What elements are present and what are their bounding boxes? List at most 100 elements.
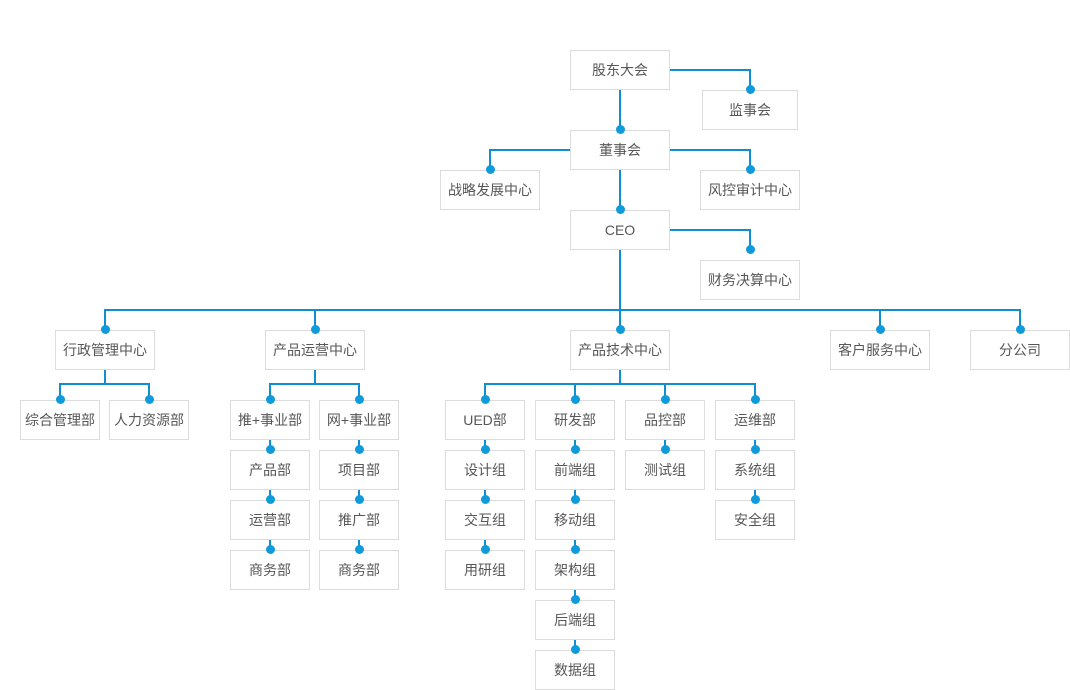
node-general-management-dept[interactable]: 综合管理部 (20, 400, 100, 440)
dot-design-group (481, 445, 490, 454)
dot-customer-service-center (876, 325, 885, 334)
dot-strategy-development-center (486, 165, 495, 174)
node-admin-management-center[interactable]: 行政管理中心 (55, 330, 155, 370)
dot-general-management-dept (56, 395, 65, 404)
connector-bus-to-customer-service-v (879, 309, 881, 330)
dot-product-technology-center (616, 325, 625, 334)
node-tui-plus-division[interactable]: 推+事业部 (230, 400, 310, 440)
dot-rd-dept (571, 395, 580, 404)
connector-admin-bar (59, 383, 150, 385)
connector-bus-to-admin-v (104, 309, 106, 330)
node-data-group[interactable]: 数据组 (535, 650, 615, 690)
connector-board-to-ceo-v (619, 170, 621, 210)
dot-user-research-group (481, 545, 490, 554)
dot-finance-settlement-center (746, 245, 755, 254)
dot-tui-plus-division (266, 395, 275, 404)
node-security-group[interactable]: 安全组 (715, 500, 795, 540)
connector-bus-to-product-technology-v (619, 309, 621, 330)
dot-operation-dept (266, 495, 275, 504)
node-project-dept[interactable]: 项目部 (319, 450, 399, 490)
dot-interaction-group (481, 495, 490, 504)
connector-ceo-to-bus-v (619, 250, 621, 310)
node-user-research-group[interactable]: 用研组 (445, 550, 525, 590)
node-rd-dept[interactable]: 研发部 (535, 400, 615, 440)
dot-admin-management-center (101, 325, 110, 334)
dot-mobile-group (571, 495, 580, 504)
dot-ceo (616, 205, 625, 214)
dot-business-dept-right (355, 545, 364, 554)
dot-architecture-group (571, 545, 580, 554)
dot-system-group (751, 445, 760, 454)
connector-ceo-to-finance-h (670, 229, 750, 231)
connector-admin-stem (104, 370, 106, 384)
node-test-group[interactable]: 测试组 (625, 450, 705, 490)
connector-pt-to-ops-v (754, 383, 756, 400)
dot-frontend-group (571, 445, 580, 454)
connector-product-operation-bar (269, 383, 360, 385)
dot-business-dept-left (266, 545, 275, 554)
node-backend-group[interactable]: 后端组 (535, 600, 615, 640)
node-mobile-group[interactable]: 移动组 (535, 500, 615, 540)
connector-board-to-strategy-v (489, 149, 491, 170)
node-human-resources-dept[interactable]: 人力资源部 (109, 400, 189, 440)
dot-wang-plus-division (355, 395, 364, 404)
dot-branch-company (1016, 325, 1025, 334)
dot-qc-dept (661, 395, 670, 404)
connector-board-to-risk-v (749, 149, 751, 170)
connector-shareholders-to-supervisors-h (670, 69, 750, 71)
node-shareholders-meeting[interactable]: 股东大会 (570, 50, 670, 90)
node-wang-plus-division[interactable]: 网+事业部 (319, 400, 399, 440)
dot-security-group (751, 495, 760, 504)
connector-shareholders-to-board-v (619, 90, 621, 130)
connector-bus-to-product-operation-v (314, 309, 316, 330)
dot-human-resources-dept (145, 395, 154, 404)
dot-ued-dept (481, 395, 490, 404)
node-branch-company[interactable]: 分公司 (970, 330, 1070, 370)
node-finance-settlement-center[interactable]: 财务决算中心 (700, 260, 800, 300)
node-strategy-development-center[interactable]: 战略发展中心 (440, 170, 540, 210)
connector-admin-to-general-v (59, 383, 61, 400)
node-operation-dept[interactable]: 运营部 (230, 500, 310, 540)
connector-board-to-strategy-h (490, 149, 570, 151)
dot-project-dept (355, 445, 364, 454)
connector-pt-to-ued-v (484, 383, 486, 400)
node-frontend-group[interactable]: 前端组 (535, 450, 615, 490)
node-business-dept-left[interactable]: 商务部 (230, 550, 310, 590)
dot-board-of-directors (616, 125, 625, 134)
connector-pt-to-qc-v (664, 383, 666, 400)
node-ops-dept[interactable]: 运维部 (715, 400, 795, 440)
connector-shareholders-to-supervisors-v (749, 69, 751, 90)
connector-product-technology-bar (484, 383, 755, 385)
node-risk-audit-center[interactable]: 风控审计中心 (700, 170, 800, 210)
dot-risk-audit-center (746, 165, 755, 174)
node-architecture-group[interactable]: 架构组 (535, 550, 615, 590)
connector-po-to-wang-v (358, 383, 360, 400)
connector-ceo-to-finance-v (749, 229, 751, 250)
node-board-of-supervisors[interactable]: 监事会 (702, 90, 798, 130)
node-product-dept[interactable]: 产品部 (230, 450, 310, 490)
dot-data-group (571, 645, 580, 654)
node-interaction-group[interactable]: 交互组 (445, 500, 525, 540)
node-design-group[interactable]: 设计组 (445, 450, 525, 490)
node-system-group[interactable]: 系统组 (715, 450, 795, 490)
connector-admin-to-hr-v (148, 383, 150, 400)
dot-product-operation-center (311, 325, 320, 334)
connector-product-operation-stem (314, 370, 316, 384)
dot-board-of-supervisors (746, 85, 755, 94)
node-product-operation-center[interactable]: 产品运营中心 (265, 330, 365, 370)
node-qc-dept[interactable]: 品控部 (625, 400, 705, 440)
dot-product-dept (266, 445, 275, 454)
connector-pt-to-rd-v (574, 383, 576, 400)
node-promotion-dept[interactable]: 推广部 (319, 500, 399, 540)
connector-bus-to-branch-v (1019, 309, 1021, 330)
node-business-dept-right[interactable]: 商务部 (319, 550, 399, 590)
dot-ops-dept (751, 395, 760, 404)
node-ued-dept[interactable]: UED部 (445, 400, 525, 440)
node-product-technology-center[interactable]: 产品技术中心 (570, 330, 670, 370)
connector-po-to-tui-v (269, 383, 271, 400)
node-customer-service-center[interactable]: 客户服务中心 (830, 330, 930, 370)
dot-test-group (661, 445, 670, 454)
node-ceo[interactable]: CEO (570, 210, 670, 250)
node-board-of-directors[interactable]: 董事会 (570, 130, 670, 170)
